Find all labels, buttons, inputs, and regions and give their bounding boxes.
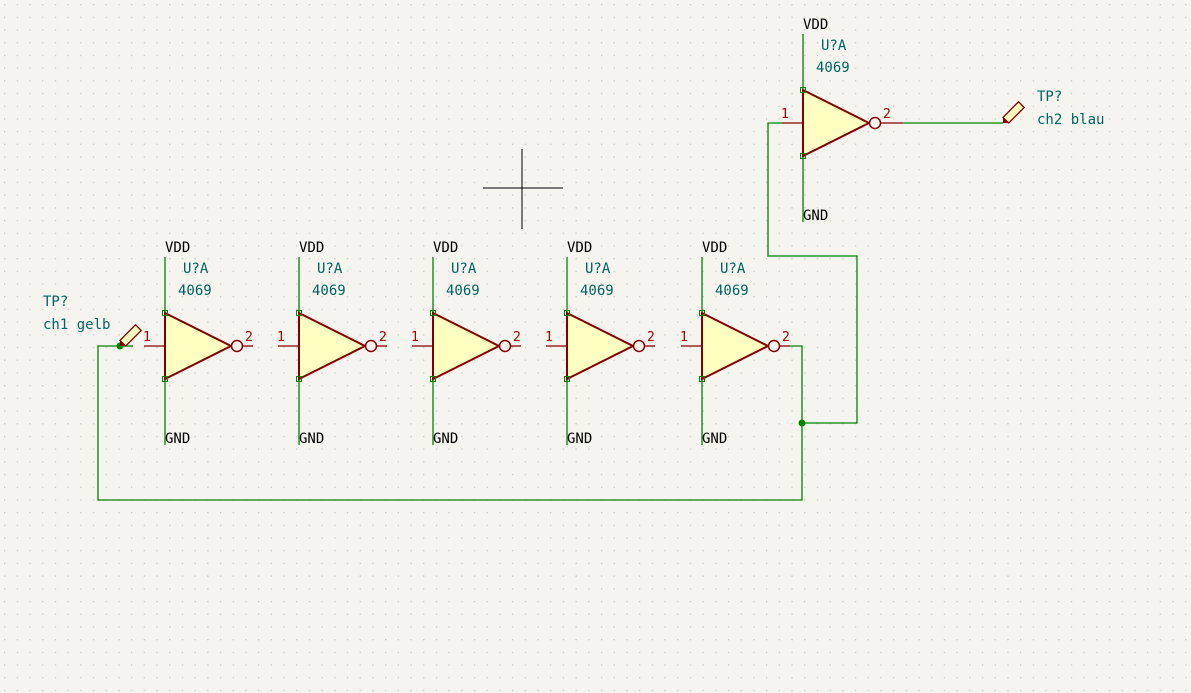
gnd-label: GND — [567, 431, 592, 447]
pin-number-out: 2 — [245, 330, 253, 345]
ref-label: U?A — [451, 261, 477, 277]
gnd-label: GND — [702, 431, 727, 447]
pin-anchor — [699, 376, 705, 382]
ref-label: U?A — [720, 261, 746, 277]
pin-number-out: 2 — [782, 330, 790, 345]
probe-icon — [1002, 100, 1026, 124]
inverter-bubble — [364, 339, 378, 353]
inverter-bubble — [767, 339, 781, 353]
pin-number-in: 1 — [143, 330, 151, 345]
vdd-label: VDD — [433, 240, 458, 256]
pin-anchor — [564, 310, 570, 316]
inverter-bubble — [230, 339, 244, 353]
pin-number-out: 2 — [883, 107, 891, 122]
pin-number-out: 2 — [647, 330, 655, 345]
pin-number-out: 2 — [513, 330, 521, 345]
ref-label: U?A — [821, 38, 847, 54]
vdd-label: VDD — [567, 240, 592, 256]
inverter-bubble — [498, 339, 512, 353]
testpoints: TP? ch1 gelb TP? ch2 blau — [43, 89, 1104, 349]
pin-number-out: 2 — [379, 330, 387, 345]
testpoint-label: ch1 gelb — [43, 317, 110, 333]
pin-number-in: 1 — [545, 330, 553, 345]
testpoint-ch2[interactable]: TP? ch2 blau — [1000, 89, 1104, 128]
vdd-label: VDD — [299, 240, 324, 256]
inverter-body — [298, 311, 368, 381]
value-label: 4069 — [816, 60, 850, 76]
pin-anchor — [296, 310, 302, 316]
value-label: 4069 — [715, 283, 749, 299]
wires — [97, 122, 1003, 501]
gnd-label: GND — [165, 431, 190, 447]
pin-anchor — [162, 310, 168, 316]
pin-number-in: 1 — [680, 330, 688, 345]
vdd-label: VDD — [702, 240, 727, 256]
pin-anchor — [699, 310, 705, 316]
value-label: 4069 — [178, 283, 212, 299]
vdd-label: VDD — [165, 240, 190, 256]
pin-number-in: 1 — [277, 330, 285, 345]
wire-tap-to-buffer[interactable] — [767, 122, 858, 424]
inverter-body — [432, 311, 502, 381]
gnd-label: GND — [433, 431, 458, 447]
vdd-label: VDD — [803, 17, 828, 33]
inverter-bubble — [632, 339, 646, 353]
ref-label: U?A — [317, 261, 343, 277]
value-label: 4069 — [580, 283, 614, 299]
junction-dot — [798, 419, 806, 427]
pin-anchor — [430, 376, 436, 382]
wire-feedback-loop[interactable] — [97, 345, 803, 501]
gnd-label: GND — [803, 208, 828, 224]
value-label: 4069 — [446, 283, 480, 299]
pin-number-in: 1 — [411, 330, 419, 345]
ref-label: U?A — [585, 261, 611, 277]
testpoint-ref: TP? — [1037, 89, 1062, 105]
pin-anchor — [296, 376, 302, 382]
crosshair-icon — [483, 149, 563, 229]
pin-anchor — [800, 87, 806, 93]
pin-number-in: 1 — [781, 107, 789, 122]
inverter-bubble — [868, 116, 882, 130]
ref-label: U?A — [183, 261, 209, 277]
gnd-label: GND — [299, 431, 324, 447]
inverter-body — [701, 311, 771, 381]
pin-anchor — [162, 376, 168, 382]
inverter-body — [802, 88, 872, 158]
probe-icon — [119, 323, 143, 347]
testpoint-ch1[interactable]: TP? ch1 gelb — [43, 294, 143, 349]
inverter-body — [164, 311, 234, 381]
value-label: 4069 — [312, 283, 346, 299]
pin-anchor — [430, 310, 436, 316]
testpoint-label: ch2 blau — [1037, 112, 1104, 128]
testpoint-ref: TP? — [43, 294, 68, 310]
inverter-body — [566, 311, 636, 381]
pin-anchor — [800, 153, 806, 159]
pin-anchor — [564, 376, 570, 382]
